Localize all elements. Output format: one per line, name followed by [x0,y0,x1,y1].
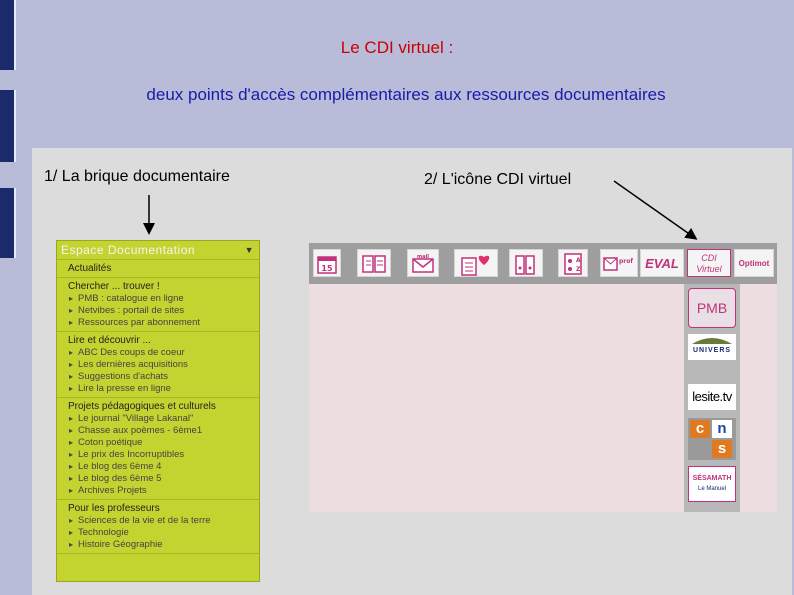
brique-link[interactable]: Coton poétique [57,437,259,449]
brique-section: Lire et découvrir ...ABC Des coups de co… [57,332,259,398]
heart-list-icon[interactable] [454,249,498,277]
binders-icon[interactable] [509,249,543,277]
brique-section-title[interactable]: Lire et découvrir ... [68,335,151,346]
prof-mail-icon[interactable]: prof [600,249,638,277]
brique-link[interactable]: Ressources par abonnement [57,317,259,329]
brique-section: Pour les professeursSciences de la vie e… [57,500,259,554]
brique-section: Projets pédagogiques et culturelsLe jour… [57,398,259,500]
left-decoration-bar [0,188,16,258]
brique-link[interactable]: Le blog des 6ème 4 [57,461,259,473]
svg-text:Z: Z [576,266,581,273]
cns-link[interactable]: c n s [688,418,736,460]
brique-section-title[interactable]: Actualités [68,263,112,274]
brique-section: Actualités [57,260,259,278]
brique-section: Chercher ... trouver !PMB : catalogue en… [57,278,259,332]
brique-section-title[interactable]: Projets pédagogiques et culturels [68,401,216,412]
brique-link[interactable]: Lire la presse en ligne [57,383,259,395]
brique-link[interactable]: Chasse aux poèmes - 6ème1 [57,425,259,437]
chevron-down-icon[interactable]: ▼ [244,245,254,255]
brique-header[interactable]: Espace Documentation ▼ [57,241,259,260]
brique-section-title[interactable]: Chercher ... trouver ! [68,281,160,292]
svg-text:A: A [576,257,581,264]
lesite-tv-link[interactable]: lesite.tv [688,384,736,410]
brique-link[interactable]: Suggestions d'achats [57,371,259,383]
brique-link[interactable]: Technologie [57,527,259,539]
eval-button[interactable]: EVAL [640,249,684,277]
sesamath-link[interactable]: SÉSAMATH Le Manuel [688,466,736,502]
brique-link[interactable]: Les dernières acquisitions [57,359,259,371]
brique-link[interactable]: PMB : catalogue en ligne [57,293,259,305]
pmb-link[interactable]: PMB [688,288,736,328]
univers-link[interactable]: UNIVERS [688,334,736,360]
brique-section-title[interactable]: Pour les professeurs [68,503,160,514]
point-2-label: 2/ L'icône CDI virtuel [424,171,572,188]
resources-column: PMB UNIVERS lesite.tv c n s SÉSAMATH Le … [684,284,740,512]
brique-link[interactable]: Le blog des 6ème 5 [57,473,259,485]
brique-link[interactable]: ABC Des coups de coeur [57,347,259,359]
brique-link[interactable]: Archives Projets [57,485,259,497]
book-icon[interactable] [357,249,391,277]
brique-link[interactable]: Netvibes : portail de sites [57,305,259,317]
brique-link[interactable]: Le journal "Village Lakanal" [57,413,259,425]
brique-link[interactable]: Sciences de la vie et de la terre [57,515,259,527]
svg-text:mail: mail [417,254,429,260]
cdi-virtuel-button[interactable]: CDI Virtuel [687,249,731,277]
optimot-button[interactable]: Optimot [734,249,774,277]
left-decoration-bar [0,90,16,162]
slide-title: Le CDI virtuel : [340,38,454,57]
univers-logo-icon [692,338,732,344]
mail-icon[interactable]: mail [407,249,439,277]
brique-link[interactable]: Le prix des Incorruptibles [57,449,259,461]
svg-text:15: 15 [321,264,333,273]
slide-subtitle: deux points d'accès complémentaires aux … [146,85,666,104]
brique-link[interactable]: Histoire Géographie [57,539,259,551]
svg-text:prof: prof [619,258,633,265]
calendar-icon[interactable]: 15 [313,249,341,277]
left-decoration-bar [0,0,16,70]
point-1-label: 1/ La brique documentaire [44,168,230,185]
